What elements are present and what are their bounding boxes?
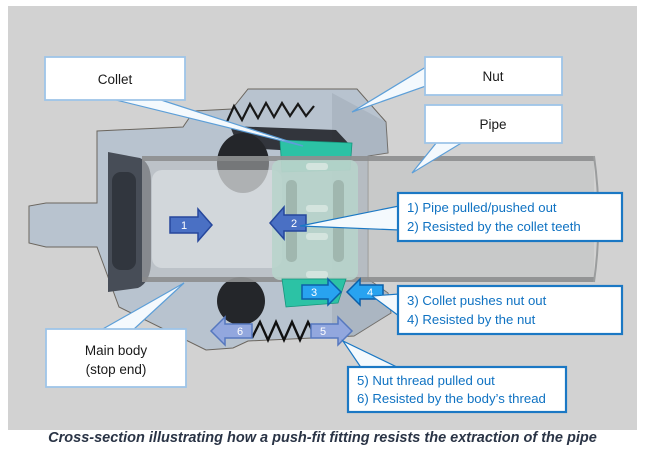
figure-caption: Cross-section illustrating how a push-fi… xyxy=(48,430,597,446)
note-12-line2: 2) Resisted by the collet teeth xyxy=(407,219,581,234)
arrow-6-number: 6 xyxy=(237,326,243,338)
arrow-5-number: 5 xyxy=(320,326,326,338)
note-box-56 xyxy=(346,365,568,414)
nut-label: Nut xyxy=(482,69,503,84)
top-thread-zigzag xyxy=(224,100,315,125)
note-56-line1: 5) Nut thread pulled out xyxy=(357,373,495,388)
arrow-6-left xyxy=(209,315,253,347)
arrow-2-number: 2 xyxy=(291,218,297,230)
note-12-line1: 1) Pipe pulled/pushed out xyxy=(407,200,557,215)
arrow-4-number: 4 xyxy=(367,287,373,299)
collet-label: Collet xyxy=(98,72,133,87)
pipe-label: Pipe xyxy=(479,117,506,132)
arrow-3-number: 3 xyxy=(311,287,317,299)
arrow-5-right xyxy=(310,315,354,347)
arrow-2-left xyxy=(269,205,307,241)
collet-label-box xyxy=(44,56,186,101)
nut-label-box xyxy=(424,56,563,96)
note-box-12 xyxy=(396,191,624,243)
note-34-line2: 4) Resisted by the nut xyxy=(407,312,536,327)
arrow-3-right xyxy=(301,277,343,307)
arrow-1-right xyxy=(169,207,213,243)
o-ring-bottom xyxy=(217,277,265,325)
main-body-label-box xyxy=(45,328,187,388)
note-56-line2: 6) Resisted by the body’s thread xyxy=(357,391,546,406)
bottom-thread-zigzag xyxy=(250,319,318,343)
arrow-1-number: 1 xyxy=(181,220,187,232)
collet-through-pipe xyxy=(272,160,358,280)
main-body-label-line1: Main body xyxy=(85,343,148,358)
part-labels: Collet Nut Pipe Main body (stop end) xyxy=(44,56,563,388)
cross-section-diagram: 1 2 3 4 5 6 Collet Nut xyxy=(8,6,637,430)
bore-end-core xyxy=(112,172,136,270)
note-boxes: 1) Pipe pulled/pushed out 2) Resisted by… xyxy=(346,191,624,414)
note-34-line1: 3) Collet pushes nut out xyxy=(407,293,547,308)
main-body-label-line2: (stop end) xyxy=(86,362,147,377)
pipe-label-box xyxy=(424,104,563,144)
note-box-34 xyxy=(396,284,624,336)
